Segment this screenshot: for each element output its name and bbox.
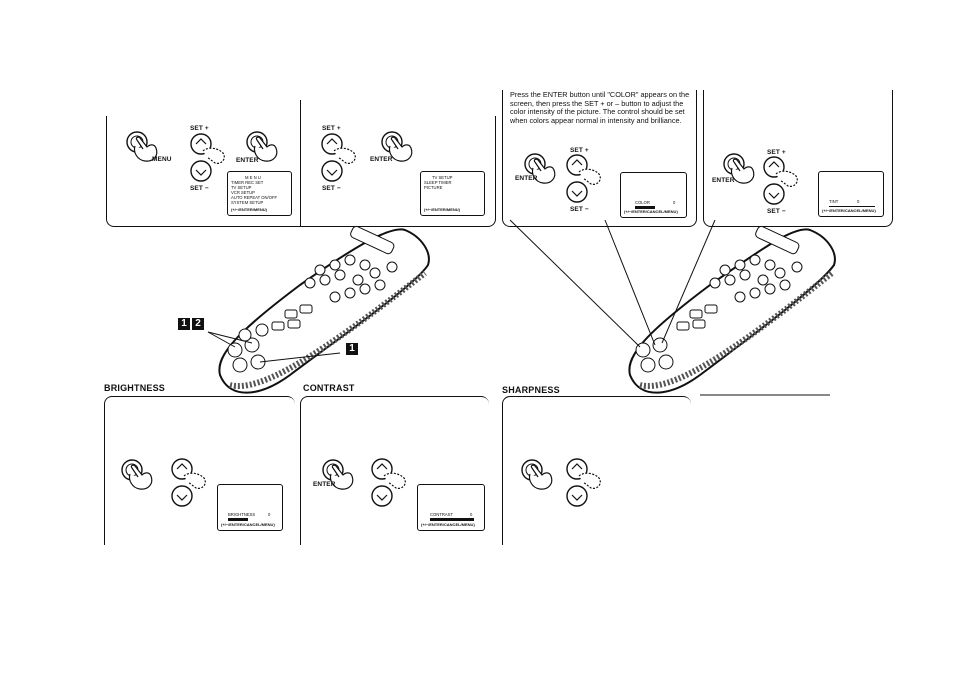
menu-item: SYSTEM SETUP bbox=[231, 200, 264, 205]
tint-screen-label: TINT bbox=[829, 199, 839, 204]
step-badge: 2 bbox=[192, 318, 204, 330]
menu-screen-title: M E N U bbox=[245, 175, 261, 180]
contrast-level-bar bbox=[430, 518, 474, 521]
brightness-screen: BRIGHTNESS 0 (+/−/ENTER/CANCEL/MENU) bbox=[217, 484, 283, 531]
tint-screen-value: 0 bbox=[857, 199, 860, 204]
tint-level-bar bbox=[829, 206, 875, 207]
set-plus-label: SET + bbox=[322, 125, 341, 132]
color-screen-label: COLOR bbox=[635, 200, 650, 205]
menu-item: TV SETUP bbox=[231, 185, 252, 190]
brightness-screen-value: 0 bbox=[268, 512, 271, 517]
menu-label: MENU bbox=[152, 156, 172, 163]
set-minus-label: SET − bbox=[570, 206, 589, 213]
enter-button-icon bbox=[521, 459, 553, 490]
menu-item: TIMER REC SET bbox=[231, 180, 264, 185]
step-badge: 1 bbox=[178, 318, 190, 330]
set-minus-label: SET − bbox=[322, 185, 341, 192]
brightness-heading: BRIGHTNESS bbox=[104, 383, 166, 393]
color-screen-value: 0 bbox=[673, 200, 676, 205]
set-buttons-icon bbox=[321, 133, 356, 182]
color-instruction-text: Press the ENTER button until "COLOR" app… bbox=[510, 90, 690, 125]
enter-button-icon bbox=[381, 131, 413, 162]
set-buttons-icon bbox=[566, 154, 601, 203]
set-plus-label: SET + bbox=[190, 125, 209, 132]
enter-label: ENTER bbox=[515, 175, 538, 182]
enter-label: ENTER bbox=[313, 481, 336, 488]
set-buttons-icon bbox=[171, 458, 206, 507]
set-minus-label: SET − bbox=[767, 208, 786, 215]
color-level-bar bbox=[635, 206, 655, 209]
menu-item: VCR SETUP bbox=[231, 190, 255, 195]
set-plus-label: SET + bbox=[570, 147, 589, 154]
color-screen: COLOR 0 (+/−/ENTER/CANCEL/MENU) bbox=[620, 172, 687, 218]
tint-screen: TINT 0 (+/−/ENTER/CANCEL/MENU) bbox=[818, 171, 884, 217]
menu-screen: M E N U TIMER REC SET TV SETUP VCR SETUP… bbox=[227, 171, 292, 216]
enter-button-icon bbox=[524, 153, 556, 184]
set-buttons-icon bbox=[190, 133, 225, 182]
remote-control-illustration-right bbox=[509, 219, 836, 396]
menu-item: AUTO REPEAT ON/OFF bbox=[231, 195, 278, 200]
enter-button-icon bbox=[322, 459, 354, 490]
set-buttons-icon bbox=[763, 156, 798, 205]
contrast-screen-value: 0 bbox=[470, 512, 473, 517]
enter-label: ENTER bbox=[370, 156, 393, 163]
panel-divider bbox=[300, 100, 302, 226]
enter-label: ENTER bbox=[712, 177, 735, 184]
tv-setup-item: PICTURE bbox=[424, 185, 443, 190]
contrast-screen-label: CONTRAST bbox=[430, 512, 454, 517]
set-buttons-icon bbox=[566, 458, 601, 507]
brightness-screen-label: BRIGHTNESS bbox=[228, 512, 256, 517]
menu-screen-footer: (+/−/ENTER/MENU) bbox=[231, 207, 268, 212]
brightness-screen-footer: (+/−/ENTER/CANCEL/MENU) bbox=[221, 522, 275, 527]
tv-setup-screen: TV SETUP SLEEP TIMER PICTURE (+/−/ENTER/… bbox=[420, 171, 485, 216]
tv-setup-item: SLEEP TIMER bbox=[424, 180, 452, 185]
set-buttons-icon bbox=[371, 458, 406, 507]
color-screen-footer: (+/−/ENTER/CANCEL/MENU) bbox=[624, 209, 678, 214]
step-badge: 1 bbox=[346, 343, 358, 355]
enter-label: ENTER bbox=[236, 157, 259, 164]
contrast-heading: CONTRAST bbox=[303, 383, 355, 393]
tint-screen-footer: (+/−/ENTER/CANCEL/MENU) bbox=[822, 208, 876, 213]
enter-button-icon bbox=[723, 153, 755, 184]
remote-control-illustration-left bbox=[207, 225, 430, 394]
contrast-screen: CONTRAST 0 (+/−/ENTER/CANCEL/MENU) bbox=[417, 484, 485, 531]
enter-button-icon bbox=[246, 131, 278, 162]
set-plus-label: SET + bbox=[767, 149, 786, 156]
contrast-screen-footer: (+/−/ENTER/CANCEL/MENU) bbox=[421, 522, 475, 527]
brightness-level-bar bbox=[228, 518, 248, 521]
tv-setup-item: TV SETUP bbox=[432, 175, 453, 180]
enter-button-icon bbox=[121, 459, 153, 490]
sharpness-heading: SHARPNESS bbox=[502, 385, 560, 395]
menu-button-icon bbox=[126, 131, 158, 162]
set-minus-label: SET − bbox=[190, 185, 209, 192]
tv-setup-footer: (+/−/ENTER/MENU) bbox=[424, 207, 461, 212]
